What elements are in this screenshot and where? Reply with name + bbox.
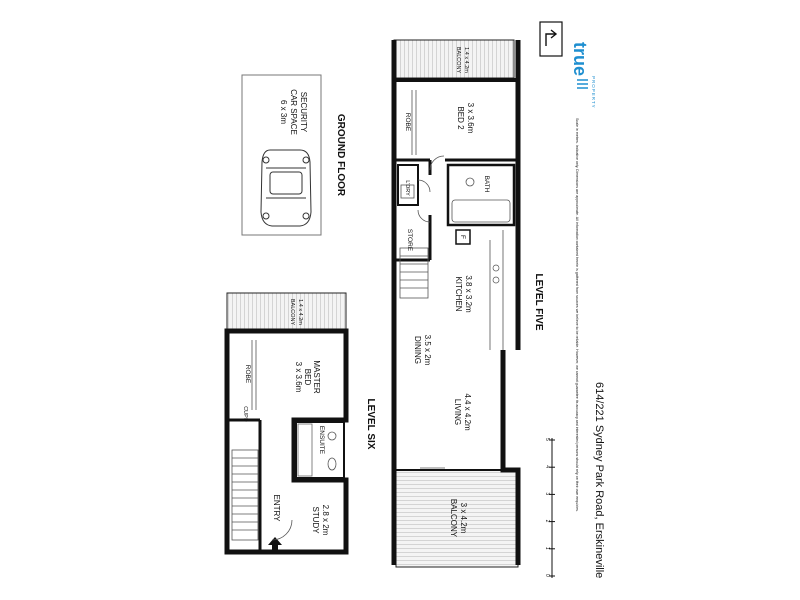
disclaimer-text: Scale in metres. Indicative only. Dimens…	[575, 118, 579, 512]
logo-sub: PROPERTY	[591, 76, 596, 109]
top-balcony-name: BALCONY	[455, 47, 461, 74]
bath-room	[446, 163, 516, 227]
dining-name: DINING	[413, 336, 422, 364]
master-bed-line1: MASTER	[312, 360, 321, 394]
level-six-robe-label: ROBE	[244, 365, 251, 384]
basin-icon	[327, 431, 337, 441]
scale-tick-label: 5	[544, 438, 550, 441]
car-space-outline	[241, 74, 322, 236]
top-balcony-dims: 1.4 x 4.2m	[463, 47, 469, 73]
scale-bar: 0 1 2 3 4 5	[544, 438, 555, 578]
level-six-balcony-dims: 1.4 x 4.2m	[297, 299, 303, 325]
ground-floor: SECURITY CAR SPACE 6 x 3m GROUND FLOOR	[241, 74, 346, 236]
toilet-icon	[327, 457, 337, 471]
master-bed-dims: 3 x 3.6m	[294, 362, 303, 393]
level-six-balcony-name: BALCONY	[289, 299, 295, 326]
laundry-label: L'DRY	[404, 180, 410, 196]
car-space-dims: 6 x 3m	[279, 100, 288, 124]
level-five-title: LEVEL FIVE	[533, 273, 544, 330]
fridge-label: F	[459, 235, 466, 239]
level-five: BALCONY 1.4 x 4.2m BED 2 3 x 3.6m ROBE L…	[391, 39, 544, 568]
level-six-balcony-area	[226, 292, 347, 332]
level-five-walls	[391, 40, 521, 565]
address-text: 614/221 Sydney Park Road, Erskineville	[593, 382, 605, 578]
level-five-robe-label: ROBE	[404, 113, 411, 132]
ensuite-label: ENSUITE	[318, 426, 325, 455]
study-name: STUDY	[311, 506, 320, 534]
dining-dims: 3.5 x 2m	[423, 335, 432, 366]
brand-mark-icon	[539, 21, 563, 57]
entry-arrow-icon	[268, 537, 282, 553]
scale-tick-label: 1	[544, 547, 550, 550]
bath-label: BATH	[483, 176, 490, 193]
car-space-line1: SECURITY	[299, 92, 308, 133]
living-dims: 4.4 x 4.2m	[463, 393, 472, 431]
logo-brand: true	[570, 42, 590, 76]
scale-tick-label: 4	[544, 465, 550, 468]
kitchen-name: KITCHEN	[454, 276, 463, 311]
bottom-balcony-dims: 3 x 4.2m	[459, 503, 468, 534]
bathtub-icon	[451, 199, 511, 223]
laundry-room	[397, 164, 419, 206]
kitchen-dims: 3.8 x 3.2m	[464, 275, 473, 313]
living-name: LIVING	[453, 399, 462, 425]
bed2-dims: 3 x 3.6m	[466, 103, 475, 134]
kitchen-bench	[489, 230, 504, 350]
level-five-top-balcony-area	[393, 39, 515, 79]
level-six-interior-walls	[227, 418, 262, 552]
entry-label: ENTRY	[272, 495, 281, 523]
car-space-line2: CAR SPACE	[289, 89, 298, 135]
level-six: BALCONY 1.4 x 4.2m MASTER BED 3 x 3.6m R…	[224, 292, 376, 555]
logo-area: true PROPERTY	[539, 21, 596, 109]
store-label: STORE	[406, 229, 413, 252]
scale-tick-label: 3	[544, 492, 550, 495]
ground-floor-title: GROUND FLOOR	[335, 114, 346, 197]
level-six-stairs	[231, 449, 259, 541]
scale-tick-label: 2	[544, 520, 550, 523]
bottom-balcony-name: BALCONY	[449, 499, 458, 538]
level-five-stairs	[399, 247, 429, 299]
cupd-label: CUPD	[242, 406, 248, 422]
study-dims: 2.8 x 2m	[321, 505, 330, 536]
car-icon	[260, 149, 312, 227]
bed2-name: BED 2	[456, 106, 465, 130]
master-bed-line2: BED	[303, 369, 312, 386]
shower-outline	[297, 423, 313, 477]
scale-tick-label: 0	[544, 574, 550, 577]
bath-basin-icon	[465, 177, 475, 187]
level-six-title: LEVEL SIX	[365, 399, 376, 450]
ensuite-room	[295, 421, 345, 479]
fridge-box	[455, 229, 471, 245]
